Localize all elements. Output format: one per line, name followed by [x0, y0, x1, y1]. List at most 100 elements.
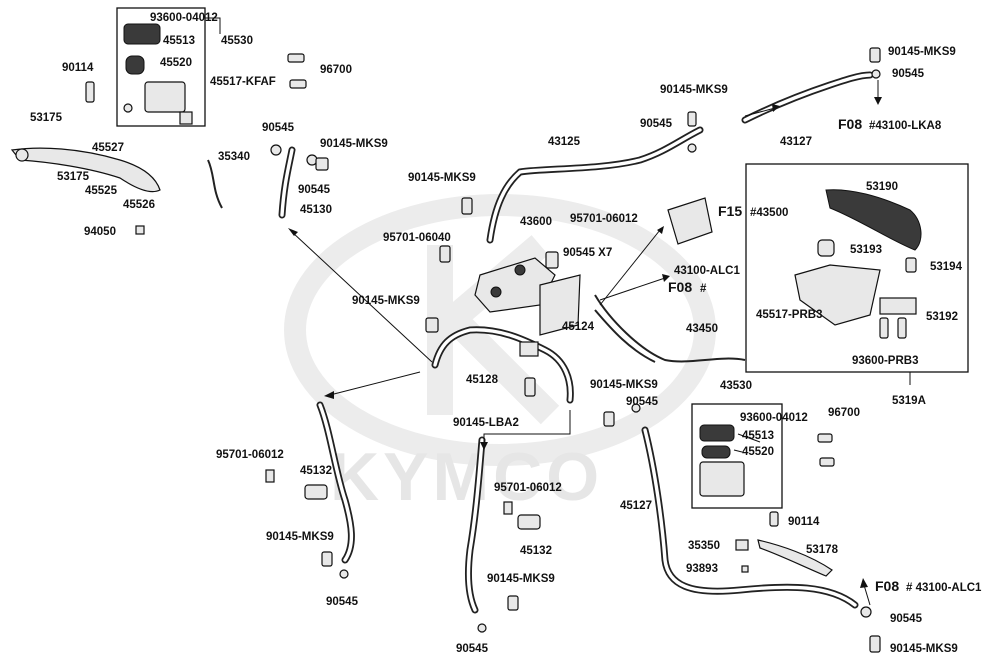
- label-90145-mks9-c: 90145-MKS9: [660, 84, 728, 96]
- bolt-95701-06012-b: [265, 469, 275, 483]
- label-96700-a: 96700: [320, 64, 352, 76]
- label-95701-06012-c: 95701-06012: [494, 482, 562, 494]
- label-45513-b: 45513: [742, 430, 774, 442]
- label-43100-alc1: 43100-ALC1: [674, 265, 740, 277]
- bolt-90145-mks9-g: [507, 595, 519, 611]
- label-53194: 53194: [930, 261, 963, 273]
- bolt-90145-mks9-h: [603, 411, 615, 427]
- valve-block-43600: [474, 257, 556, 313]
- label-45517-kfaf: 45517-KFAF: [210, 76, 276, 88]
- bolt-95701-06040: [439, 245, 451, 263]
- leader-lines: [288, 80, 882, 606]
- clamp-45132-left: [304, 484, 328, 500]
- bolt-53194: [905, 257, 917, 273]
- label-45124: 45124: [562, 321, 595, 333]
- washer-90545-h: [860, 606, 872, 618]
- bolt-90114-left: [85, 81, 95, 103]
- label-90545-a: 90545: [262, 122, 295, 134]
- part-labels: 93600-04012 45513 45530 45520 45517-KFAF…: [30, 12, 982, 655]
- label-45132-a: 45132: [300, 465, 332, 477]
- bolt-90145-mks9-b: [461, 197, 473, 215]
- screw-pair-96700-left: [287, 53, 307, 89]
- hose-45132-left: [316, 401, 355, 564]
- label-45128: 45128: [466, 374, 499, 386]
- label-45130: 45130: [300, 204, 332, 216]
- master-cylinder-box-right: [691, 403, 783, 509]
- screw-93893: [741, 565, 749, 573]
- label-45520-b: 45520: [742, 446, 774, 458]
- label-45527: 45527: [92, 142, 124, 154]
- label-90545-x7: 90545 X7: [563, 247, 612, 259]
- label-f15-ref: #43500: [750, 207, 788, 219]
- bushing-53193: [817, 239, 835, 257]
- label-45526: 45526: [123, 199, 155, 211]
- label-90545-d: 90545: [892, 68, 925, 80]
- label-90545-e: 90545: [626, 396, 659, 408]
- label-f08-a: F08: [838, 116, 862, 132]
- label-93600-prb3: 93600-PRB3: [852, 355, 918, 367]
- bolt-90145-mks9-a: [315, 157, 329, 171]
- hose-45128: [431, 326, 574, 404]
- bolt-95701-06012-a: [545, 251, 559, 269]
- watermark-brand-text: KYMCO: [330, 439, 603, 515]
- cable-43450: [594, 294, 746, 363]
- label-53175-a: 53175: [30, 112, 63, 124]
- bracket-45530: [205, 17, 221, 34]
- washer-90545-g: [631, 403, 641, 413]
- washer-90545-c: [687, 143, 697, 153]
- lever-53178: [757, 539, 833, 577]
- label-90114-b: 90114: [788, 516, 820, 528]
- lever-53190: [825, 189, 922, 251]
- bracket-45124: [539, 274, 581, 336]
- label-45127: 45127: [620, 500, 652, 512]
- master-cylinder-45517-prb3: [794, 264, 881, 326]
- label-45525: 45525: [85, 185, 118, 197]
- screw-94050: [135, 225, 145, 235]
- bolt-90145-mks9-f: [321, 551, 333, 567]
- label-45517-prb3: 45517-PRB3: [756, 309, 822, 321]
- kymco-watermark: KYMCO: [284, 194, 716, 515]
- label-43125: 43125: [548, 136, 581, 148]
- label-90145-mks9-a: 90145-MKS9: [320, 138, 388, 150]
- label-90145-mks9-f: 90145-MKS9: [590, 379, 658, 391]
- lever-assembly-box-5319a: [745, 163, 969, 373]
- hose-45132-center: [464, 436, 486, 614]
- label-43127: 43127: [780, 136, 812, 148]
- caliper-f15: [667, 197, 713, 245]
- label-94050: 94050: [84, 226, 116, 238]
- label-35350: 35350: [688, 540, 720, 552]
- label-43530: 43530: [720, 380, 752, 392]
- screw-pair-96700-right: [817, 433, 835, 467]
- label-90545-b: 90545: [298, 184, 331, 196]
- label-90145-mks9-b: 90145-MKS9: [408, 172, 476, 184]
- label-90545-f: 90545: [326, 596, 359, 608]
- label-f08-b: F08: [668, 279, 692, 295]
- hose-45127: [641, 426, 859, 609]
- label-90114-a: 90114: [62, 62, 94, 74]
- label-53193: 53193: [850, 244, 882, 256]
- label-96700-b: 96700: [828, 407, 860, 419]
- master-cylinder-43530: [699, 424, 745, 497]
- junction-block: [519, 341, 539, 357]
- label-90545-h: 90545: [890, 613, 923, 625]
- bolt-90145-mks9-i: [869, 635, 881, 653]
- label-90145-mks9-h: 90145-MKS9: [487, 573, 555, 585]
- switch-35350: [735, 539, 749, 551]
- label-90545-c: 90545: [640, 118, 673, 130]
- label-f08-c-ref: # 43100-ALC1: [906, 582, 982, 594]
- label-90145-mks9-i: 90145-MKS9: [890, 643, 958, 655]
- bolt-90145-mks9-e: [425, 317, 439, 333]
- washer-90545-d: [871, 69, 881, 79]
- clamp-45132-center: [517, 514, 541, 530]
- brake-lever-53175: [10, 147, 161, 193]
- washer-90545-f: [477, 623, 487, 633]
- label-53175-b: 53175: [57, 171, 90, 183]
- label-90545-g: 90545: [456, 643, 489, 655]
- label-f15: F15: [718, 203, 742, 219]
- reservoir-cap-45513: [123, 23, 161, 45]
- washer-90545-e: [339, 569, 349, 579]
- label-f08-b-ref: #: [700, 283, 707, 295]
- label-f08-c: F08: [875, 578, 899, 594]
- label-35340: 35340: [218, 151, 250, 163]
